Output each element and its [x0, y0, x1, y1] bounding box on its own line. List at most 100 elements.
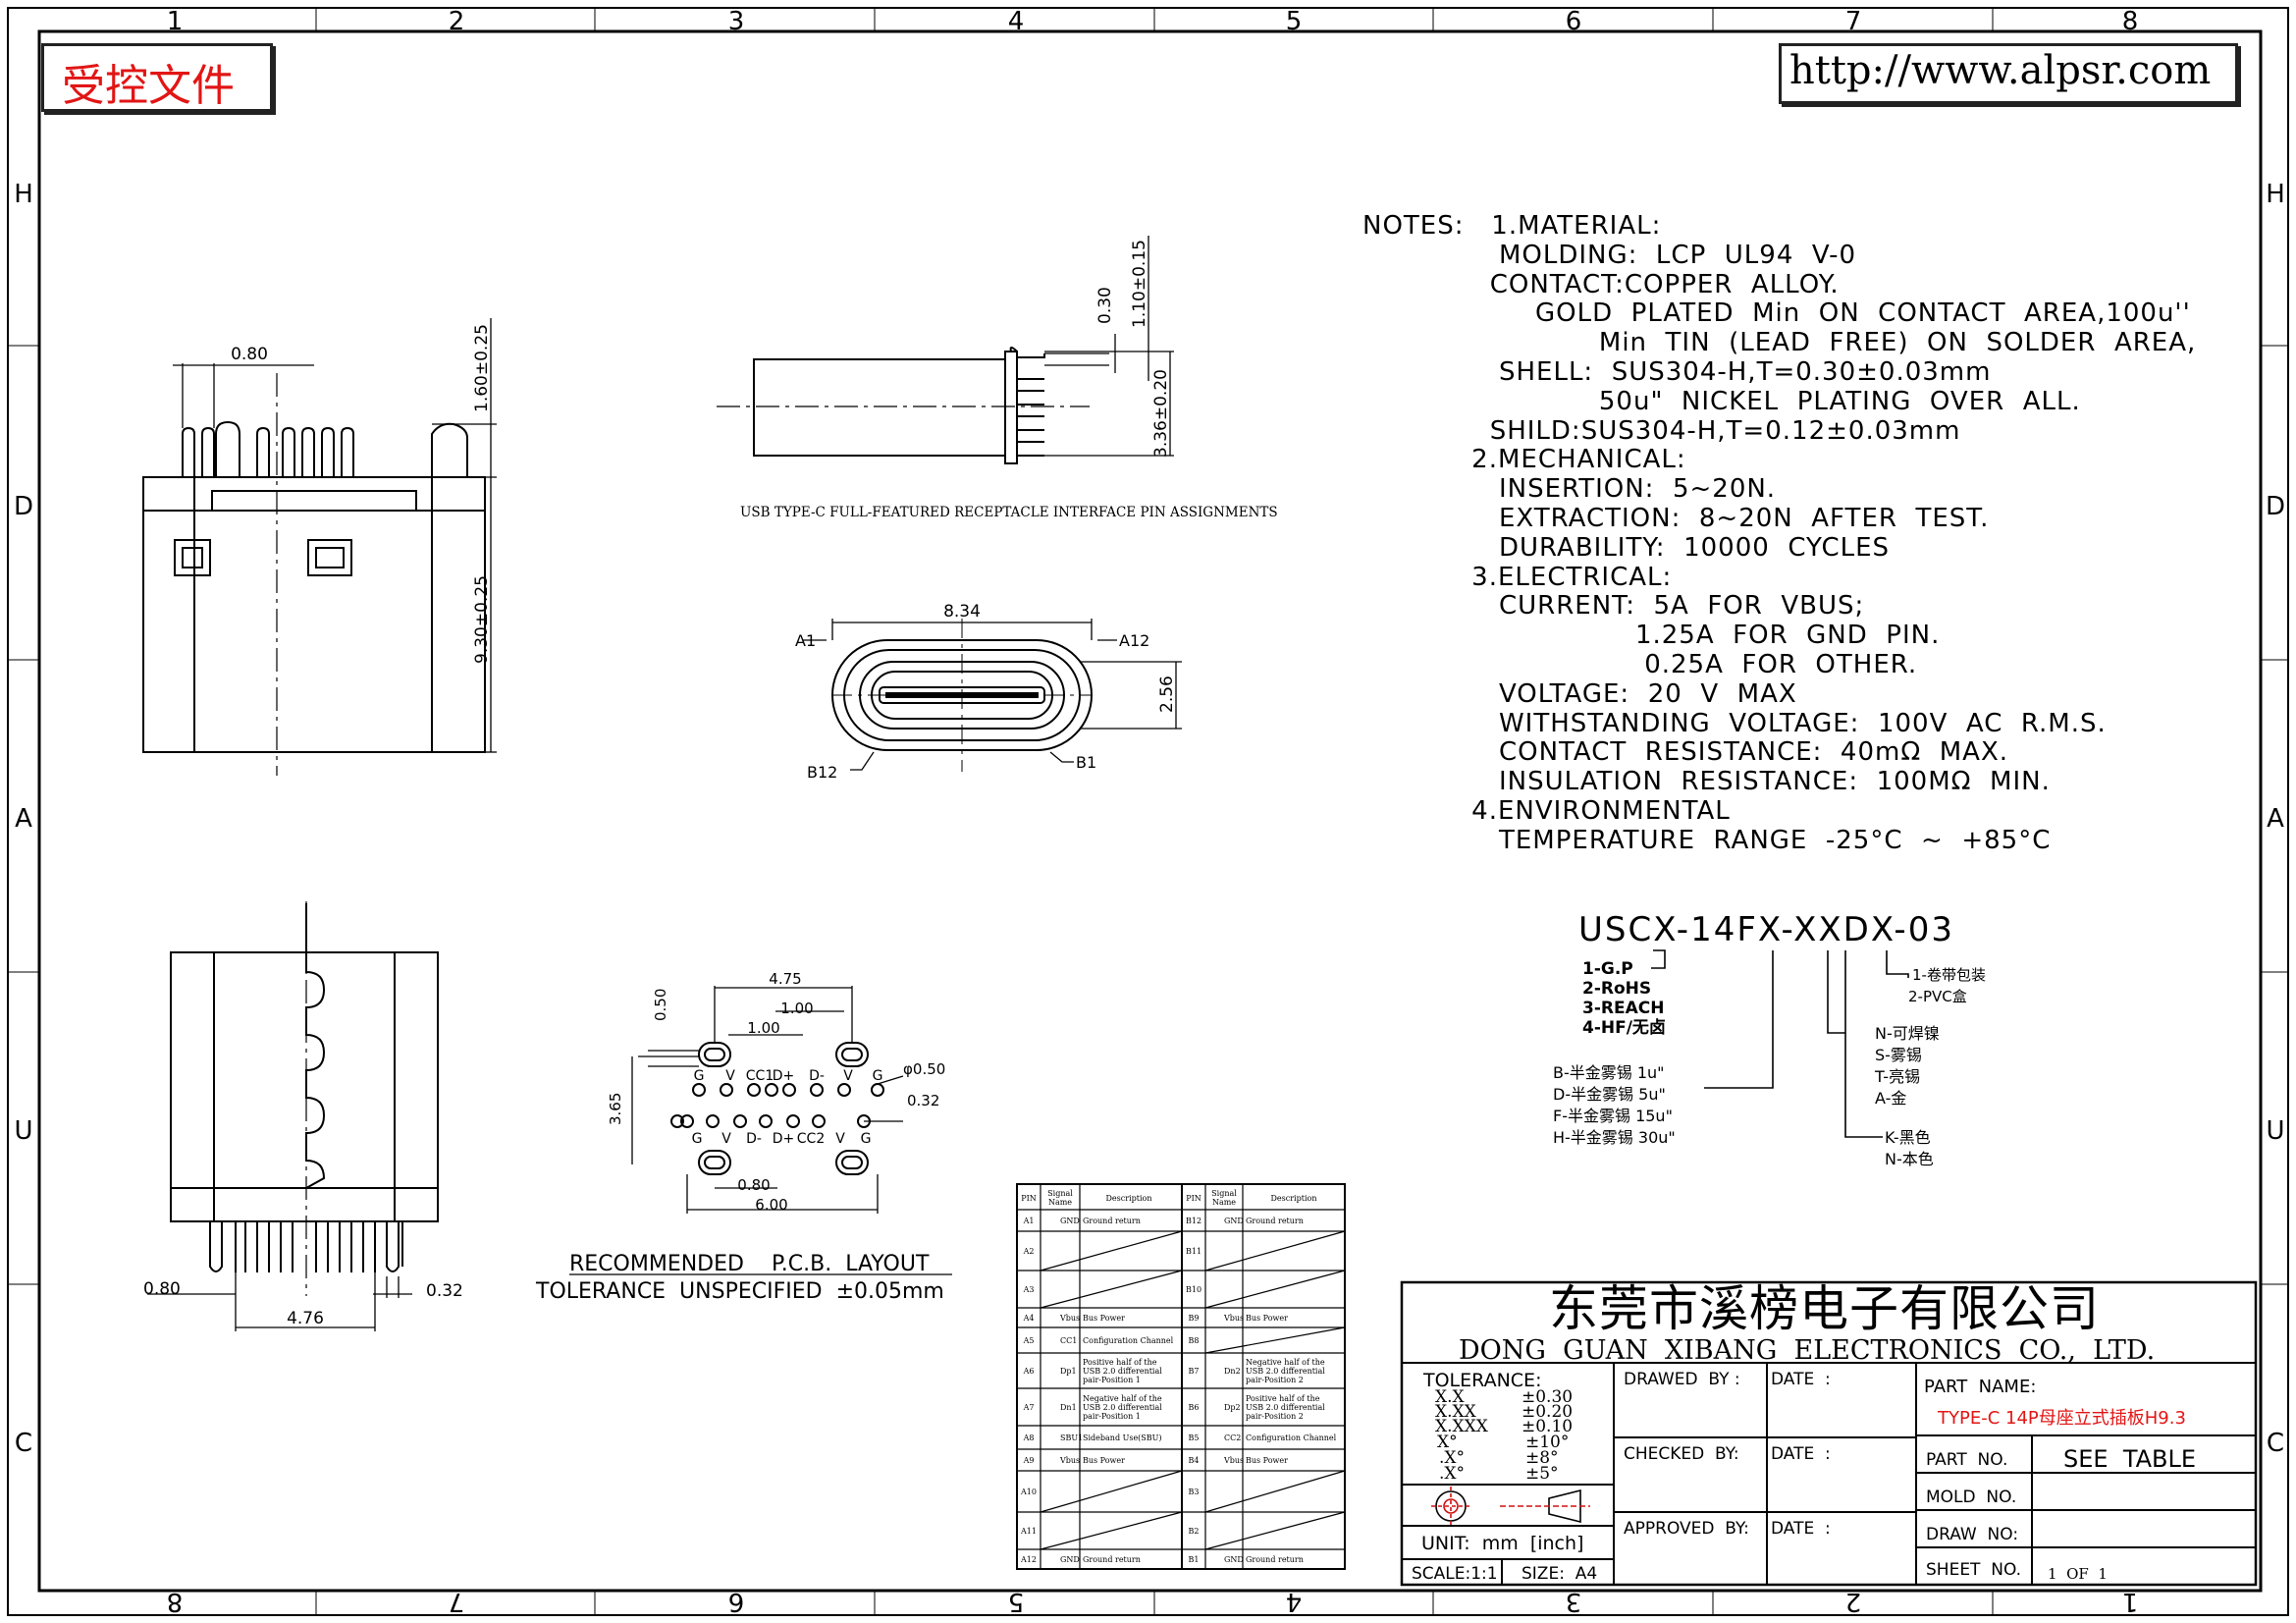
pin-table-header: PIN [1021, 1194, 1037, 1203]
pin-table-cell: Ground return [1083, 1555, 1141, 1564]
pin-table-grid [1016, 1183, 1346, 1570]
pin-table-cell: Configuration Channel [1083, 1336, 1174, 1345]
option-h: H-半金雾锡 30u" [1553, 1128, 1676, 1147]
note-line: CONTACT:COPPER ALLOY. [1362, 269, 1840, 299]
zone-left-h: H [14, 180, 33, 209]
note-line: CURRENT: 5A FOR VBUS; [1362, 591, 1865, 622]
note-line: EXTRACTION: 8~20N AFTER TEST. [1362, 503, 1990, 533]
dim-pcb-slot: 0.50 [652, 989, 669, 1021]
pin-table-cell: Bus Power [1083, 1456, 1125, 1465]
sheet-no-label: SHEET NO. [1926, 1560, 2021, 1580]
option-a: A-金 [1875, 1089, 1906, 1108]
zone-top-1: 1 [167, 7, 184, 36]
zone-left-u: U [14, 1116, 32, 1146]
pcb-bottom-label: G [692, 1131, 703, 1147]
website-box: http://www.alpsr.com [1779, 43, 2238, 104]
option-k: K-黑色 [1885, 1128, 1931, 1147]
pin-table-cell: Vbus [1223, 1456, 1244, 1465]
svg-text:X.XX: X.XX [1435, 1402, 1477, 1422]
checked-by-label: CHECKED BY: [1624, 1444, 1739, 1464]
option-reach: 3-REACH [1582, 999, 1664, 1018]
zone-top-3: 3 [728, 7, 745, 36]
note-line: 50u" NICKEL PLATING OVER ALL. [1362, 386, 2081, 416]
pin-table-cell: Vbus [1059, 1314, 1080, 1323]
pcb-bottom-label: CC2 [797, 1131, 825, 1147]
pin-table-cell: B2 [1189, 1527, 1200, 1536]
zone-bottom-3: 3 [1566, 1587, 1582, 1616]
pcb-top-label: CC1 [746, 1068, 774, 1084]
option-d: D-半金雾锡 5u" [1553, 1085, 1666, 1104]
pin-table-cell: Ground return [1246, 1217, 1304, 1225]
note-line: SHILD:SUS304-H,T=0.12±0.03mm [1362, 415, 1961, 446]
pin-table-cell: Vbus [1059, 1456, 1080, 1465]
dim-front-width: 8.34 [943, 602, 981, 622]
pin-table-cell: Bus Power [1246, 1456, 1288, 1465]
pcb-bottom-label: D- [746, 1131, 762, 1147]
pin-table-cell: GND [1224, 1555, 1244, 1564]
svg-text:±8°: ±8° [1525, 1448, 1559, 1468]
note-line: VOLTAGE: 20 V MAX [1362, 678, 1797, 709]
pin-table-cell: CC2 [1224, 1434, 1241, 1442]
note-line: MOLDING: LCP UL94 V-0 [1362, 240, 1857, 270]
pin-table-cell: B1 [1189, 1555, 1200, 1564]
pin-table-cell: B12 [1186, 1217, 1201, 1225]
pin-table-cell: B4 [1189, 1456, 1200, 1465]
pin-table-cell: GND [1224, 1217, 1244, 1225]
pcb-bottom-row-labels: G V D- D+ CC2 V G [692, 1131, 872, 1147]
note-line: Min TIN (LEAD FREE) ON SOLDER AREA, [1362, 328, 2197, 358]
zone-bottom-8: 8 [167, 1587, 184, 1616]
dim-side-pitch: 0.80 [231, 345, 268, 364]
svg-text:±0.20: ±0.20 [1522, 1402, 1573, 1422]
zone-right-h: H [2266, 180, 2285, 209]
note-line: 3.ELECTRICAL: [1362, 562, 1673, 592]
svg-text:X°: X° [1437, 1433, 1458, 1452]
sheet-no-value: 1 OF 1 [2048, 1565, 2108, 1583]
dim-pcb-hole: φ0.50 [903, 1060, 945, 1078]
zone-bottom-4: 4 [1286, 1587, 1303, 1616]
pin-table-cell: Configuration Channel [1246, 1434, 1337, 1442]
pin-table-cell: A3 [1023, 1285, 1035, 1294]
zone-right-d: D [2266, 492, 2285, 521]
pcb-bottom-label: G [861, 1131, 872, 1147]
option-natural: N-本色 [1885, 1150, 1934, 1168]
pin-table-header: PIN [1186, 1194, 1201, 1203]
pcb-layout [670, 1042, 884, 1175]
part-no-value: SEE TABLE [2063, 1445, 2196, 1473]
part-name-label: PART NAME: [1924, 1377, 2036, 1397]
note-line: WITHSTANDING VOLTAGE: 100V AC R.M.S. [1362, 708, 2107, 738]
option-pvc: 2-PVC盒 [1908, 988, 1967, 1005]
profile-view [717, 347, 1090, 464]
pin-table-cell: A12 [1020, 1555, 1037, 1564]
note-line: 0.25A FOR OTHER. [1362, 649, 1918, 679]
dim-pcb-height: 3.65 [607, 1093, 624, 1125]
pin-table-cell: A11 [1020, 1527, 1037, 1536]
pin-table-cell: CC1 [1060, 1336, 1077, 1345]
zone-bottom-2: 2 [1845, 1587, 1862, 1616]
dim-profile-thickness: 0.30 [1095, 287, 1115, 324]
pin-table-cell: A5 [1023, 1336, 1035, 1345]
tolerance-label: TOLERANCE: [1422, 1370, 1541, 1391]
part-code-group3: N-可焊镍 S-雾锡 T-亮锡 A-金 [1874, 1024, 1940, 1108]
note-line: SHELL: SUS304-H,T=0.30±0.03mm [1362, 356, 1992, 387]
date-label-3: DATE : [1771, 1519, 1831, 1539]
dim-pcb-row: 0.80 [737, 1176, 770, 1194]
note-line: INSULATION RESISTANCE: 100MΩ MIN. [1362, 767, 2051, 797]
note-line: INSERTION: 5~20N. [1362, 474, 1777, 505]
size-label: SIZE: A4 [1522, 1564, 1597, 1584]
title-block-grid [1400, 1280, 2258, 1587]
zone-right-u: U [2266, 1116, 2284, 1146]
pin-table-cell: B7 [1189, 1367, 1200, 1376]
note-line: 4.ENVIRONMENTAL [1362, 795, 1731, 826]
pin-table-cell: A6 [1023, 1367, 1035, 1376]
notes-block: NOTES: 1.MATERIAL: MOLDING: LCP UL94 V-0… [1362, 211, 2197, 856]
dim-side-body-height: 9.30±0.25 [472, 575, 492, 664]
pin-table-cell: A8 [1023, 1434, 1035, 1442]
pin-table-cell: A7 [1023, 1403, 1035, 1412]
part-no-label: PART NO. [1926, 1450, 2007, 1470]
side-view [142, 373, 486, 776]
